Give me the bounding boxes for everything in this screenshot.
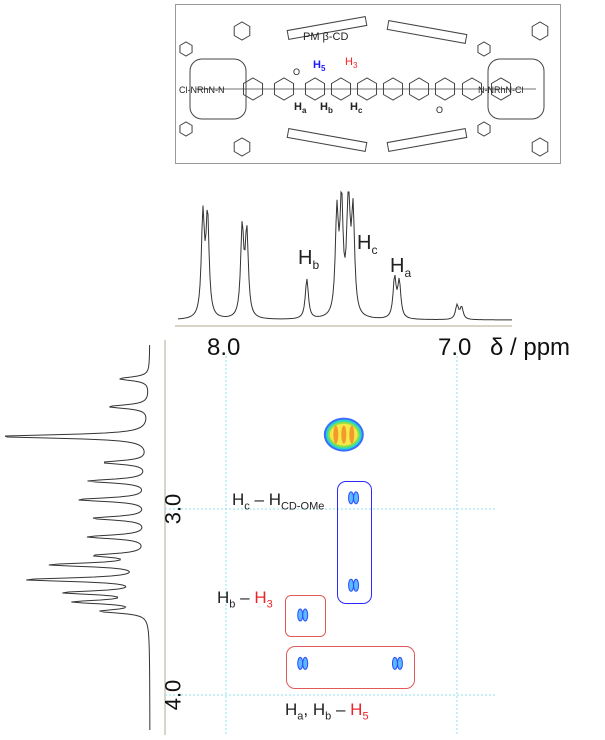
cd-label: PM β-CD: [303, 31, 349, 43]
cross-peak: [302, 608, 309, 622]
cross-peak-core: [341, 425, 347, 444]
cd-rim-upper-right: [386, 19, 468, 45]
h3-label: H3: [345, 56, 358, 71]
benzene-ring: [356, 77, 378, 101]
tolyl-ring: [477, 121, 491, 137]
benzene-ring: [434, 77, 456, 101]
annotation-hb-h3: Hb – H3: [217, 588, 273, 611]
top-label-hb: Hb: [298, 247, 320, 272]
top-label-hc: Hc: [357, 232, 378, 257]
x-tick-7: 7.0: [438, 334, 472, 361]
x-tick-8: 8.0: [207, 334, 241, 361]
left-1d-spectrum: [4, 344, 151, 731]
molecule-scheme: PM β-CD H5 H3 Ha Hb Hc Cl-NRhN-N N-NRhN-…: [175, 4, 561, 164]
cross-peak-core: [333, 425, 339, 444]
hb-h3-box: [285, 595, 326, 637]
hab-h5-box: [286, 646, 415, 689]
oxygen-label-left: O: [293, 67, 301, 77]
tolyl-ring: [233, 137, 251, 157]
molecule-drawing: [179, 15, 549, 157]
benzene-ring: [382, 77, 404, 101]
cd-rim-lower-left: [286, 127, 368, 153]
tolyl-ring: [179, 121, 193, 137]
cross-peak: [353, 578, 360, 592]
cross-peak: [396, 656, 403, 670]
tolyl-ring: [179, 41, 193, 57]
cross-peak: [353, 491, 360, 505]
h5-label: H5: [313, 59, 326, 74]
benzene-ring: [490, 77, 512, 101]
cd-rim-upper-left: [286, 15, 368, 41]
x-axis-label: δ / ppm: [490, 334, 571, 361]
benzene-ring: [273, 77, 295, 101]
benzene-ring: [330, 77, 352, 101]
benzene-ring: [408, 77, 430, 101]
benzene-ring: [461, 77, 483, 101]
tolyl-ring: [477, 41, 491, 57]
tolyl-ring: [233, 21, 251, 41]
benzene-ring: [304, 77, 326, 101]
rh-right-label: N-NRhN-Cl: [478, 85, 524, 95]
top-1d-spectrum: [177, 190, 513, 321]
y-tick-4: 4.0: [160, 679, 186, 711]
hc-cd-ome-box: [337, 481, 372, 604]
oxygen-label-right: O: [436, 105, 444, 115]
annotation-hab-h5: Ha, Hb – H5: [285, 700, 369, 723]
annotation-hc-hcd-ome: Hc – HCD-OMe: [232, 490, 325, 513]
tolyl-ring: [531, 21, 549, 41]
y-tick-3: 3.0: [160, 493, 186, 525]
cross-peak-core: [349, 425, 355, 444]
ha-label: Ha: [294, 101, 307, 116]
tolyl-ring: [531, 137, 549, 157]
top-label-ha: Ha: [390, 255, 412, 280]
hb-label: Hb: [320, 101, 333, 116]
porphyrin-ring: [487, 58, 545, 120]
rh-left-label: Cl-NRhN-N: [179, 85, 225, 95]
cd-rim-lower-right: [386, 127, 468, 153]
hc-label: Hc: [350, 101, 363, 116]
benzene-ring: [242, 77, 264, 101]
porphyrin-ring: [189, 58, 247, 120]
cross-peak: [302, 656, 309, 670]
